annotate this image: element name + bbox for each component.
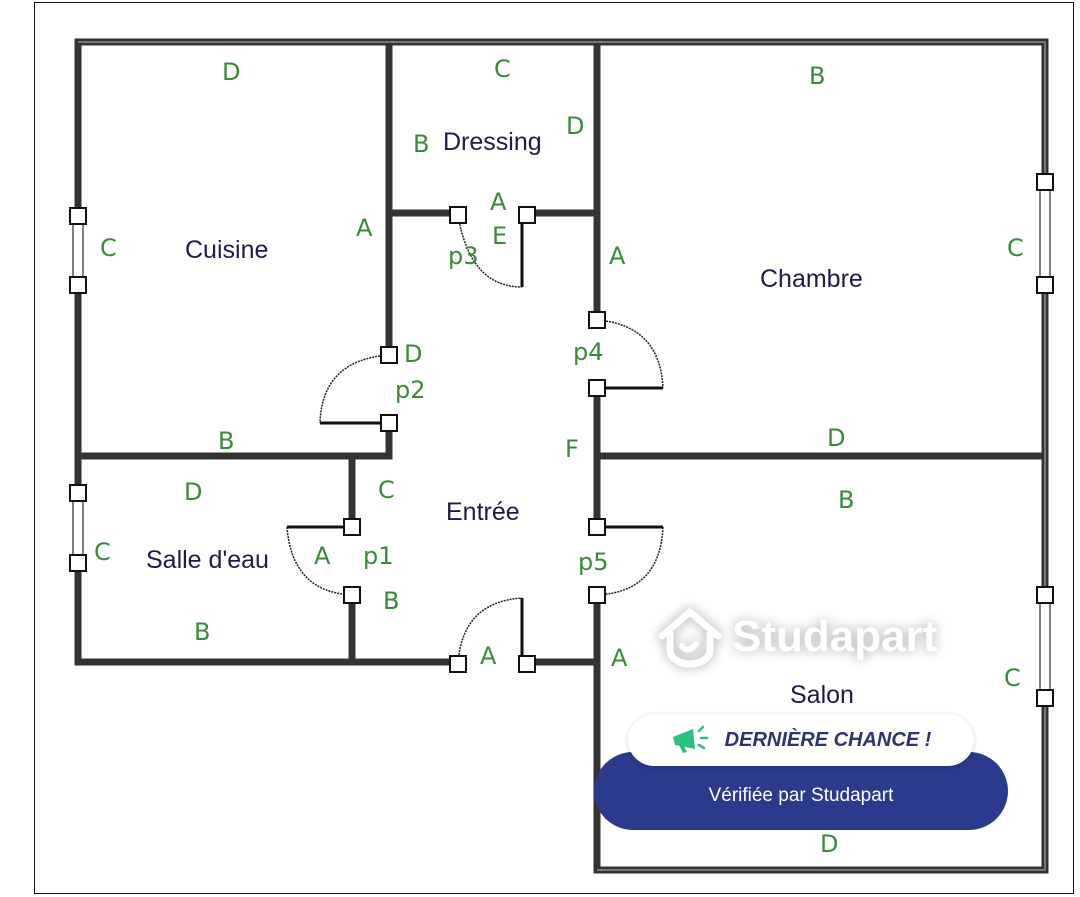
last-chance-text: DERNIÈRE CHANCE ! <box>724 728 932 751</box>
door-label: p4 <box>573 338 604 366</box>
wall-label: D <box>566 112 584 140</box>
verified-text: Vérifiée par Studapart <box>708 785 894 806</box>
wall-label: A <box>314 542 331 570</box>
wall-label: B <box>809 62 825 90</box>
wall-label: C <box>94 538 111 566</box>
house-smile-icon <box>658 608 722 668</box>
wall-label: D <box>827 424 845 452</box>
wall-label: A <box>611 644 628 672</box>
wall-label: A <box>356 214 373 242</box>
room-dressing: Dressing <box>443 128 542 156</box>
room-cuisine: Cuisine <box>185 236 268 264</box>
room-names: Cuisine Dressing Chambre Entrée Salle d'… <box>146 128 863 709</box>
doors <box>286 206 664 673</box>
wall-label: B <box>413 130 429 158</box>
last-chance-badge: DERNIÈRE CHANCE ! <box>628 714 974 766</box>
wall-label: D <box>820 830 838 858</box>
room-entree: Entrée <box>446 498 520 526</box>
door-labels: p1 p2 p3 p4 p5 <box>363 242 609 576</box>
wall-label: A <box>490 188 507 216</box>
wall-label: A <box>609 242 626 270</box>
brand-name: Studapart <box>732 612 938 661</box>
room-salle-deau: Salle d'eau <box>146 546 269 574</box>
wall-label: C <box>494 55 511 83</box>
wall-label: B <box>218 427 234 455</box>
windows <box>69 173 1054 707</box>
wall-label: C <box>378 476 395 504</box>
wall-labels: D C A B C B D A E B A C D D C F B A D C … <box>94 55 1024 858</box>
door-label: p3 <box>448 242 479 270</box>
room-chambre: Chambre <box>760 265 863 293</box>
wall-label: C <box>100 234 117 262</box>
wall-label: A <box>480 642 497 670</box>
door-label: p2 <box>395 376 426 404</box>
wall-label: E <box>492 222 507 250</box>
wall-label: C <box>1007 234 1024 262</box>
wall-label: F <box>565 435 579 463</box>
studapart-logo: Studapart <box>656 606 937 668</box>
wall-label: D <box>222 58 240 86</box>
wall-label: D <box>184 478 202 506</box>
door-label: p5 <box>578 548 609 576</box>
wall-label: B <box>194 618 210 646</box>
wall-label: B <box>838 486 854 514</box>
megaphone-icon <box>672 725 708 753</box>
wall-label: B <box>383 587 399 615</box>
room-salon: Salon <box>790 681 854 709</box>
door-label: p1 <box>363 542 394 570</box>
wall-label: C <box>1004 664 1021 692</box>
image-frame <box>34 2 1074 894</box>
wall-label: D <box>404 340 422 368</box>
